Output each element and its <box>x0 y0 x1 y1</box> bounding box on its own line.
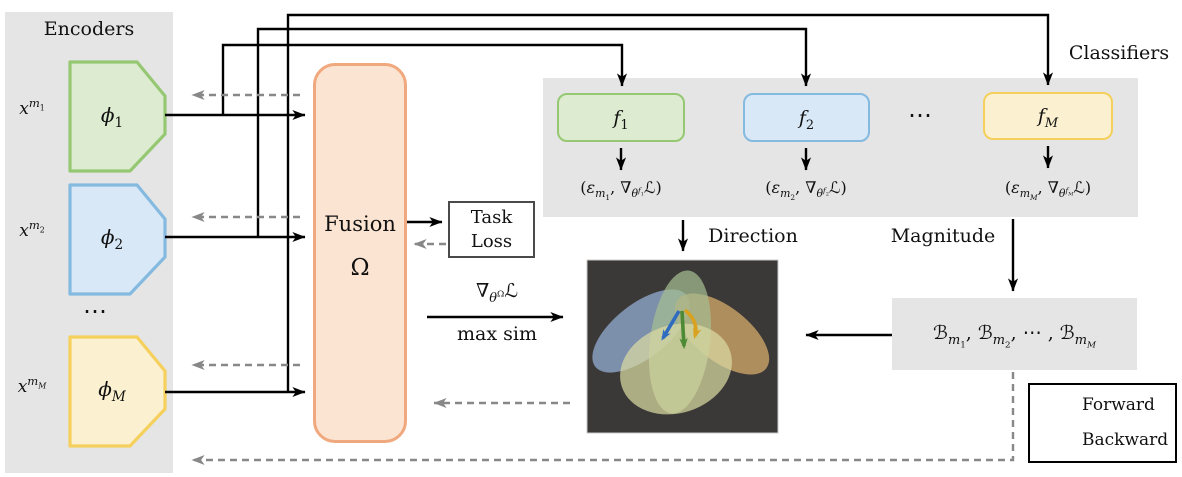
edge-phi2-to-f2 <box>256 27 812 237</box>
encoder-input-xM: xmM <box>17 374 47 397</box>
fusion-label: Fusion <box>324 212 396 236</box>
venn-gradient-arrow-blue <box>661 310 681 341</box>
classifier-fM-tuple: (εmM, ∇θfMℒ) <box>1004 178 1092 203</box>
legend-box <box>1028 383 1177 463</box>
classifier-f2-label: f2 <box>798 106 815 133</box>
edge-magnitude-backward-long <box>191 372 1015 466</box>
classifier-f2-box: f2 <box>743 93 870 142</box>
classifiers-title: Classifiers <box>1068 42 1170 64</box>
task-loss-line1: Task <box>470 207 513 229</box>
encoder-phiM-label: ϕM <box>98 377 126 405</box>
legend-forward-label: Forward <box>1082 395 1155 415</box>
encoder-input-x2: xm2 <box>19 218 45 241</box>
fusion-gradient-numerator: ∇θΩℒ <box>475 280 519 306</box>
direction-label: Direction <box>708 225 798 247</box>
classifier-f1-label: f1 <box>613 106 629 133</box>
edge-phi1-to-f1 <box>221 43 628 115</box>
classifier-fM-box: fM <box>983 92 1113 140</box>
legend-backward-label: Backward <box>1082 430 1169 450</box>
fusion-gradient-denominator: max sim <box>457 323 537 345</box>
encoder-phiM-shape <box>68 335 167 448</box>
magnitude-label: Magnitude <box>890 225 996 247</box>
task-loss-box: Task Loss <box>448 201 535 258</box>
encoder-phi2-label: ϕ2 <box>100 225 124 253</box>
encoder-phi2-shape <box>68 183 167 296</box>
classifier-f1-tuple: (εm1, ∇θf1ℒ) <box>580 178 662 203</box>
encoder-phi1-shape <box>68 60 167 173</box>
classifier-fM-label: fM <box>1037 105 1059 131</box>
classifiers-ellipsis: ⋯ <box>908 101 932 129</box>
encoders-ellipsis: ⋯ <box>83 297 107 325</box>
encoder-phi1-label: ϕ1 <box>100 103 124 131</box>
classifier-f2-tuple: (εm2, ∇θf2ℒ) <box>765 178 847 203</box>
classifier-f1-box: f1 <box>557 93 685 142</box>
fusion-symbol: Ω <box>350 255 370 281</box>
task-loss-line2: Loss <box>470 230 513 252</box>
magnitude-box: ℬm1, ℬm2, ⋯ , ℬmM <box>892 298 1137 370</box>
edge-phiM-to-fM <box>286 13 1054 392</box>
magnitude-box-text: ℬm1, ℬm2, ⋯ , ℬmM <box>933 322 1096 351</box>
venn-gradient-arrow-yellow <box>683 308 702 340</box>
gradient-venn-image <box>586 259 779 434</box>
encoders-title: Encoders <box>43 18 135 40</box>
encoder-input-x1: xm1 <box>19 96 45 119</box>
fusion-block <box>313 63 407 443</box>
venn-ellipse-cream <box>620 323 732 415</box>
venn-gradient-arrow-green <box>679 310 688 350</box>
